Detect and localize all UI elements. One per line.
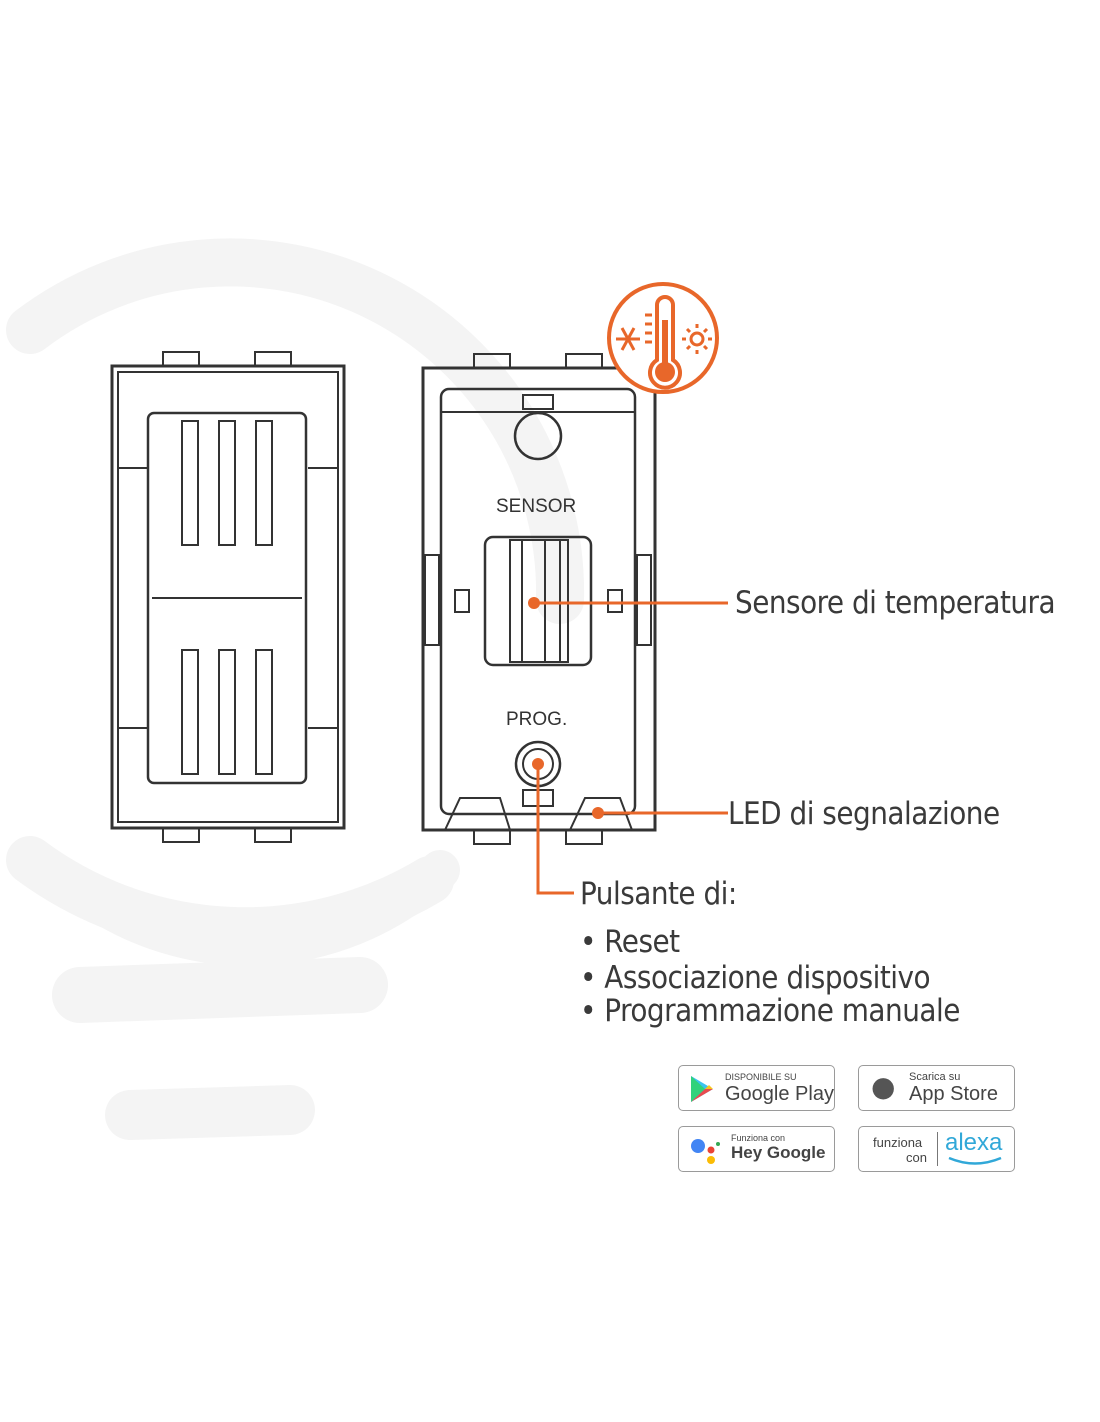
button-function-pairing: • Associazione dispositivo: [580, 960, 931, 996]
thermometer-icon: [607, 282, 719, 394]
snowflake-icon: [616, 327, 640, 351]
hey-google-badge[interactable]: Funziona con Hey Google: [678, 1126, 835, 1172]
sensor-marking: SENSOR: [496, 496, 577, 517]
app-store-big: App Store: [909, 1083, 998, 1105]
alexa-logo: alexa: [945, 1129, 1003, 1156]
sun-icon: [682, 324, 712, 354]
google-assistant-icon: [691, 1139, 720, 1164]
google-play-small: DISPONIBILE SU: [725, 1072, 797, 1082]
led-callout: LED di segnalazione: [728, 796, 1000, 832]
alexa-smile-icon: [948, 1156, 1002, 1165]
button-point: [532, 758, 544, 770]
button-callout-title: Pulsante di:: [580, 876, 737, 912]
alexa-divider: [937, 1132, 938, 1166]
sensor-point: [528, 597, 540, 609]
left-module-drawing: [110, 351, 346, 843]
app-store-small: Scarica su: [909, 1071, 961, 1083]
alexa-small-2: con: [906, 1150, 927, 1165]
app-store-badge[interactable]: ● Scarica su App Store: [858, 1065, 1015, 1111]
watermark-logo: [6, 238, 585, 1140]
hey-google-big: Hey Google: [731, 1143, 826, 1162]
prog-marking: PROG.: [506, 709, 568, 730]
right-module-drawing: [421, 353, 657, 845]
google-play-big: Google Play: [725, 1083, 834, 1105]
apple-icon: ●: [871, 1070, 896, 1103]
button-function-manual: • Programmazione manuale: [580, 993, 960, 1029]
google-play-badge[interactable]: DISPONIBILE SU Google Play: [678, 1065, 835, 1111]
led-point: [592, 807, 604, 819]
button-function-reset: • Reset: [580, 924, 680, 960]
callout-lines: [534, 601, 728, 895]
alexa-badge[interactable]: funziona con alexa: [858, 1126, 1015, 1172]
google-play-icon: [691, 1076, 713, 1102]
alexa-small-1: funziona: [873, 1135, 923, 1150]
sensor-callout: Sensore di temperatura: [735, 585, 1056, 621]
hey-google-small: Funziona con: [731, 1133, 786, 1143]
